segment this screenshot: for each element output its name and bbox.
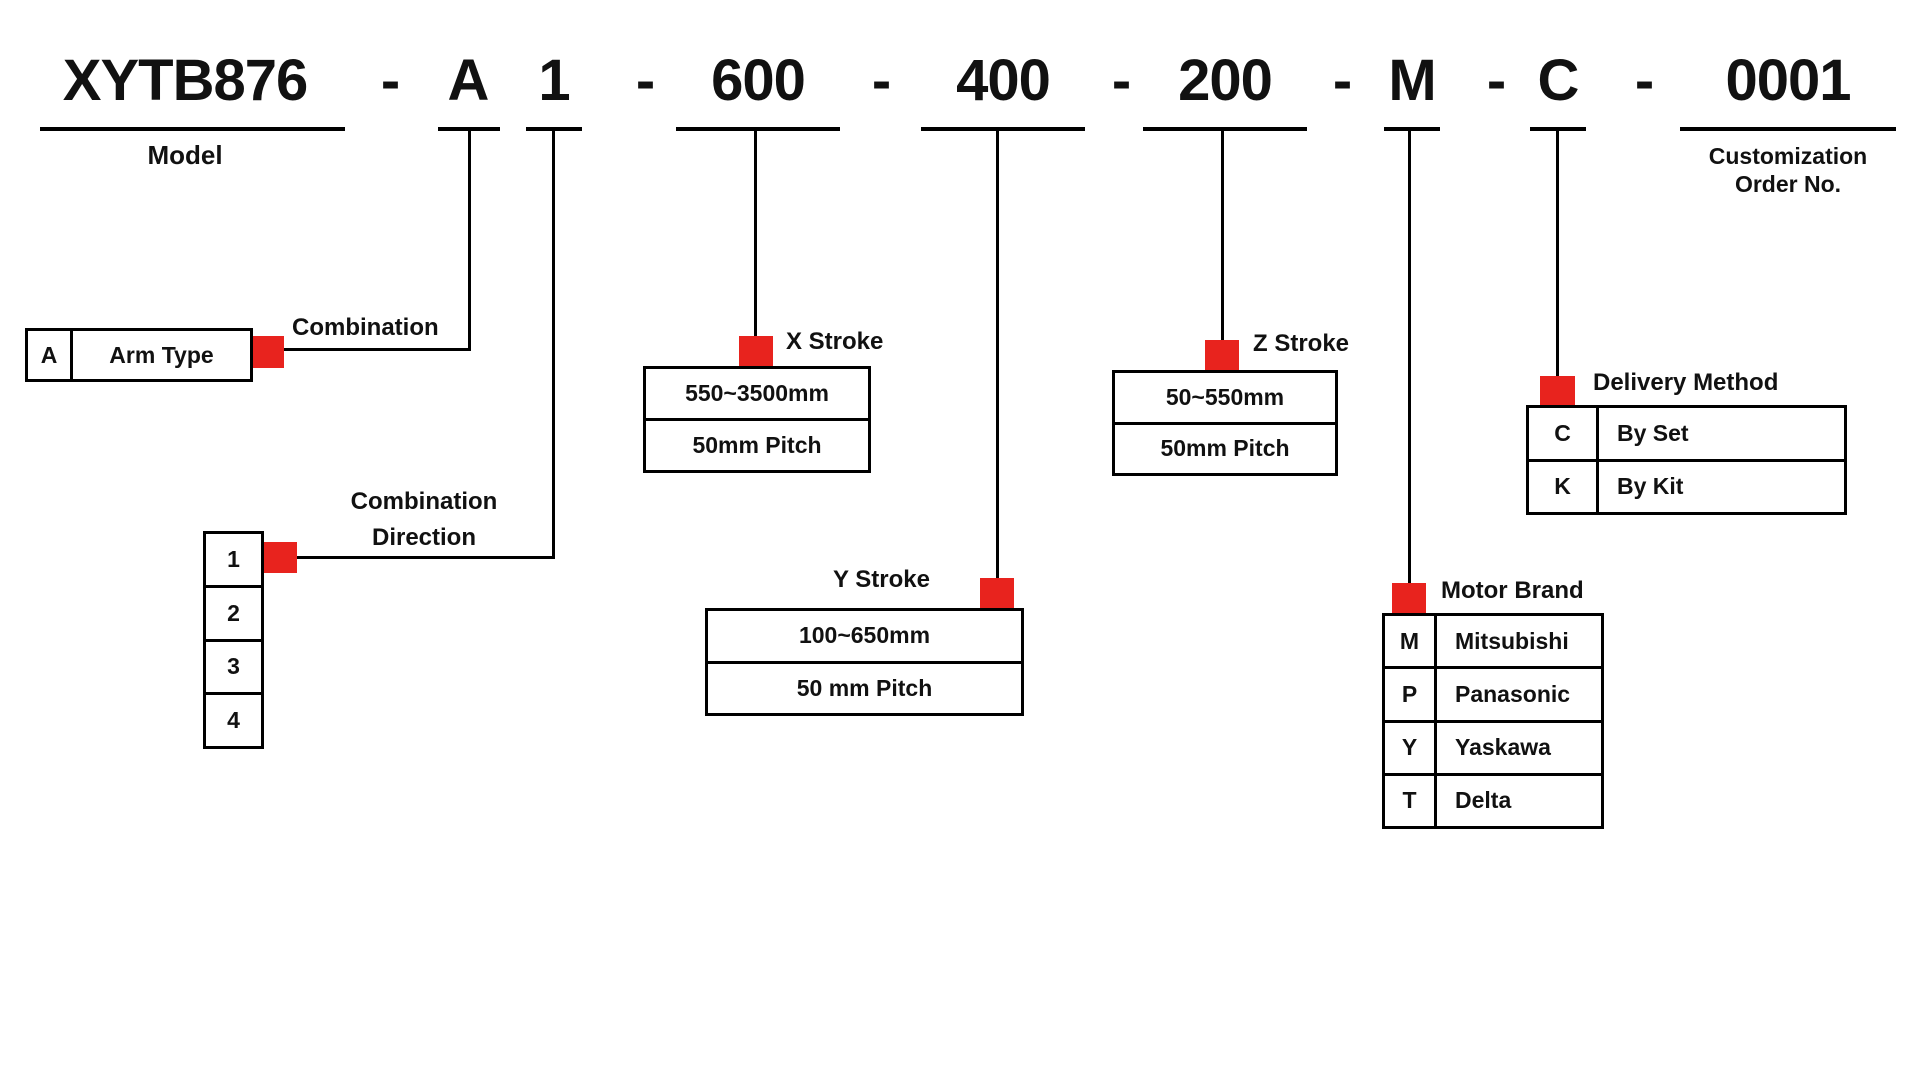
- z-stroke-callout: Z Stroke: [1253, 330, 1350, 357]
- red-marker-arm-type: [250, 336, 284, 368]
- connector-direction-horizontal: [296, 556, 555, 559]
- red-marker-x-stroke: [739, 336, 773, 367]
- connector-y-stroke: [996, 129, 999, 579]
- motor-brand-code: Y: [1385, 722, 1437, 773]
- motor-brand-row: T Delta: [1385, 775, 1601, 826]
- customization-label-line2: Order No.: [1734, 171, 1842, 197]
- combination-direction-callout: Combination Direction: [351, 484, 498, 556]
- delivery-method-callout: Delivery Method: [1593, 369, 1779, 396]
- connector-combination-horizontal: [283, 348, 471, 351]
- z-stroke-box: 50~550mm 50mm Pitch: [1112, 370, 1338, 476]
- y-stroke-box: 100~650mm 50 mm Pitch: [705, 608, 1024, 716]
- segment-z-stroke: 200: [1178, 48, 1273, 113]
- underline-z-stroke: [1143, 127, 1307, 131]
- red-marker-delivery: [1540, 376, 1575, 406]
- motor-brand-row: P Panasonic: [1385, 669, 1601, 723]
- arm-type-label: Arm Type: [109, 341, 214, 368]
- delivery-method-row: C By Set: [1529, 408, 1844, 462]
- underline-x-stroke: [676, 127, 840, 131]
- arm-type-code: A: [28, 331, 73, 379]
- connector-delivery: [1556, 129, 1559, 377]
- motor-brand-row: M Mitsubishi: [1385, 616, 1601, 670]
- connector-z-stroke: [1221, 129, 1224, 341]
- delivery-method-table: C By Set K By Kit: [1526, 405, 1847, 515]
- customization-label-line1: Customization: [1708, 143, 1868, 169]
- motor-brand-code: M: [1385, 616, 1437, 667]
- x-stroke-pitch: 50mm Pitch: [692, 432, 822, 458]
- underline-motor: [1384, 127, 1440, 131]
- connector-motor: [1408, 129, 1411, 584]
- motor-brand-table: M Mitsubishi P Panasonic Y Yaskawa T Del…: [1382, 613, 1604, 829]
- segment-model: XYTB876: [62, 48, 308, 113]
- dash-separator: -: [1111, 48, 1131, 113]
- dash-separator: -: [635, 48, 655, 113]
- motor-brand-name: Mitsubishi: [1455, 627, 1569, 654]
- z-stroke-pitch: 50mm Pitch: [1160, 435, 1290, 462]
- delivery-method-name: By Set: [1617, 419, 1689, 446]
- connector-combination: [468, 129, 471, 350]
- x-stroke-callout: X Stroke: [786, 328, 884, 355]
- x-stroke-range: 550~3500mm: [646, 369, 868, 421]
- connector-x-stroke: [754, 129, 757, 337]
- delivery-method-code: C: [1529, 408, 1599, 459]
- underline-model: [40, 127, 345, 131]
- y-stroke-callout: Y Stroke: [833, 566, 930, 593]
- motor-brand-name: Delta: [1455, 787, 1512, 814]
- delivery-method-code: K: [1529, 461, 1599, 512]
- arm-type-box: A Arm Type: [25, 328, 253, 382]
- direction-option: 4: [227, 707, 240, 734]
- motor-brand-name: Panasonic: [1455, 680, 1571, 707]
- segment-motor: M: [1388, 48, 1436, 113]
- direction-option: 3: [206, 642, 261, 696]
- y-stroke-pitch: 50 mm Pitch: [796, 674, 933, 701]
- segment-combination: A: [447, 48, 490, 113]
- delivery-method-name: By Kit: [1617, 473, 1684, 500]
- motor-brand-code: T: [1385, 775, 1437, 826]
- segment-direction: 1: [538, 48, 570, 113]
- red-marker-z-stroke: [1205, 340, 1239, 371]
- dash-separator: -: [871, 48, 891, 113]
- motor-brand-code: P: [1385, 669, 1437, 720]
- red-marker-motor: [1392, 583, 1426, 614]
- dash-separator: -: [1634, 48, 1654, 113]
- motor-brand-name: Yaskawa: [1455, 734, 1551, 761]
- segment-delivery: C: [1537, 48, 1580, 113]
- x-stroke-box: 550~3500mm 50mm Pitch: [643, 366, 871, 473]
- y-stroke-range: 100~650mm: [708, 611, 1021, 664]
- dash-separator: -: [1332, 48, 1352, 113]
- dash-separator: -: [380, 48, 400, 113]
- red-marker-y-stroke: [980, 578, 1014, 609]
- motor-brand-row: Y Yaskawa: [1385, 722, 1601, 776]
- combination-direction-table: 1 2 3 4: [203, 531, 264, 749]
- segment-x-stroke: 600: [711, 48, 806, 113]
- direction-option: 1: [206, 534, 261, 588]
- underline-order-no: [1680, 127, 1896, 131]
- model-label: Model: [147, 140, 223, 170]
- z-stroke-range: 50~550mm: [1115, 373, 1335, 425]
- combination-direction-line2: Direction: [371, 524, 476, 551]
- delivery-method-row: K By Kit: [1529, 461, 1844, 512]
- combination-callout: Combination: [292, 314, 439, 341]
- red-marker-direction: [264, 542, 297, 573]
- connector-direction: [552, 129, 555, 559]
- dash-separator: -: [1486, 48, 1506, 113]
- combination-direction-line1: Combination: [350, 488, 498, 515]
- segment-order-no: 0001: [1725, 48, 1851, 113]
- motor-brand-callout: Motor Brand: [1441, 577, 1584, 604]
- underline-y-stroke: [921, 127, 1085, 131]
- customization-order-label: Customization Order No.: [1709, 142, 1867, 198]
- segment-y-stroke: 400: [956, 48, 1051, 113]
- direction-option: 2: [206, 588, 261, 642]
